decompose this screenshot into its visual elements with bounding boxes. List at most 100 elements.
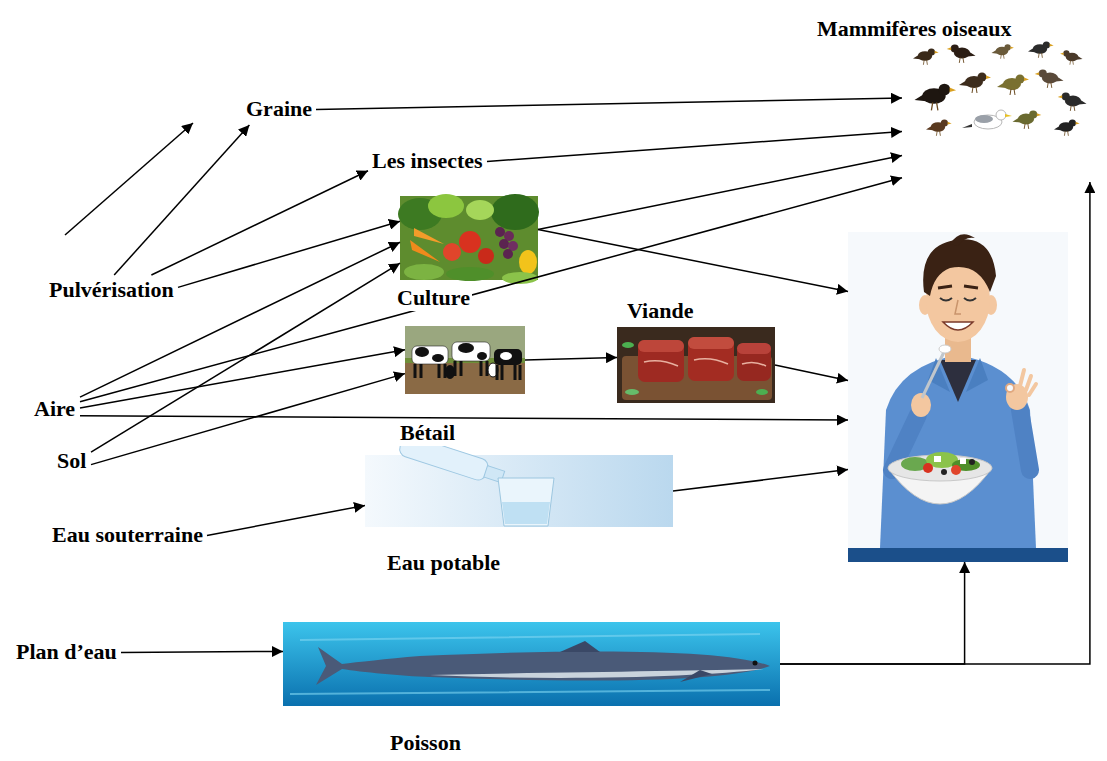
cattle-picture [494, 349, 522, 365]
cattle-picture [415, 364, 445, 378]
flow-arrow [207, 505, 365, 535]
man-eating-picture [880, 355, 1036, 548]
birds-picture [1054, 119, 1080, 135]
flow-arrow [178, 221, 400, 287]
birds-picture [996, 110, 1006, 120]
fish-picture [316, 647, 770, 685]
man-eating-picture [960, 458, 966, 464]
vegetables-picture [410, 240, 440, 262]
fish-picture [680, 670, 712, 682]
flow-arrow [114, 125, 249, 275]
man-eating-picture [922, 352, 944, 398]
birds-picture [913, 48, 939, 64]
vegetables-picture [499, 239, 509, 249]
meat-picture [617, 327, 775, 403]
man-eating-picture [938, 286, 978, 288]
term-label: Les insectes [370, 148, 485, 174]
vegetables-picture [443, 243, 461, 261]
picture-label: Mammifères oiseaux [815, 16, 1014, 42]
stray-arrow [65, 123, 193, 235]
fish-picture [283, 622, 780, 706]
meat-picture [756, 389, 768, 395]
vegetables-picture [404, 264, 444, 280]
man-eating-picture [955, 300, 961, 314]
term-node: Les insectes [368, 146, 487, 177]
vegetables-picture [519, 250, 537, 274]
man-eating-picture [848, 548, 1068, 562]
man-eating-picture [951, 465, 961, 475]
man-eating-picture [950, 234, 975, 246]
man-eating-picture [923, 463, 933, 473]
flow-arrow [487, 132, 902, 162]
cattle-picture [458, 343, 474, 353]
birds-picture [1060, 50, 1082, 64]
vegetables-picture [459, 231, 481, 253]
man-eating-picture [1006, 384, 1014, 392]
man-eating-picture [943, 322, 973, 330]
birds-picture [1028, 41, 1054, 57]
meat-picture [644, 359, 766, 366]
meat-picture [737, 343, 771, 354]
term-node: Aire [30, 394, 80, 425]
flow-arrow [91, 374, 405, 465]
flow-arrow [780, 182, 1090, 664]
vegetables-picture [446, 267, 494, 281]
meat-picture [622, 342, 634, 348]
man-eating-picture [848, 232, 1068, 562]
flow-arrow [538, 230, 848, 292]
cattle-picture [405, 326, 525, 394]
fish-node: Poisson [283, 622, 780, 706]
cattle-picture [412, 346, 448, 364]
man-eating-picture [941, 469, 947, 475]
man-eating-picture [939, 345, 951, 353]
vegetables-picture [414, 228, 444, 244]
term-node: Sol [53, 446, 91, 477]
flow-arrow [80, 178, 902, 402]
birds-picture [975, 115, 993, 123]
birds-picture [959, 73, 991, 94]
birds-picture [913, 41, 1087, 135]
flow-arrow [316, 98, 902, 110]
meat-node: Viande [617, 327, 775, 403]
flow-arrow [80, 350, 405, 408]
birds-picture [1035, 69, 1064, 87]
birds-picture [1013, 110, 1042, 128]
term-label: Graine [244, 96, 314, 122]
picture-label: Poisson [388, 730, 463, 756]
term-node: Pulvérisation [45, 275, 178, 306]
man-eating-picture [1020, 410, 1030, 470]
birds-picture [947, 44, 976, 62]
term-label: Eau souterraine [50, 522, 205, 548]
birds-picture [1005, 114, 1012, 117]
birds-node: Mammifères oiseaux [902, 42, 1092, 182]
meat-picture [625, 389, 639, 395]
vegetables-picture [491, 194, 539, 230]
man-eating-picture [928, 358, 988, 392]
fish-picture [753, 661, 758, 666]
term-label: Aire [32, 396, 78, 422]
cattle-picture [455, 361, 487, 376]
flow-arrow [673, 470, 848, 491]
term-node: Plan d’eau [12, 637, 121, 668]
birds-picture [992, 44, 1014, 58]
birds-picture [997, 75, 1029, 96]
picture-label: Bétail [398, 420, 457, 446]
water-picture [502, 502, 550, 524]
cattle-picture [405, 360, 525, 394]
meat-picture [617, 327, 775, 403]
fish-picture [283, 622, 780, 706]
meat-picture [638, 340, 684, 352]
term-label: Plan d’eau [14, 639, 119, 665]
man-eating-picture [923, 239, 996, 296]
flow-arrow [525, 357, 617, 360]
vegetables-picture [478, 248, 494, 264]
man-eating-picture [911, 393, 931, 417]
vegetables-picture [503, 249, 513, 259]
flow-arrow [151, 171, 368, 275]
vegetables-picture [495, 227, 505, 237]
picture-label: Eau potable [385, 550, 502, 576]
flow-arrow [121, 651, 283, 652]
